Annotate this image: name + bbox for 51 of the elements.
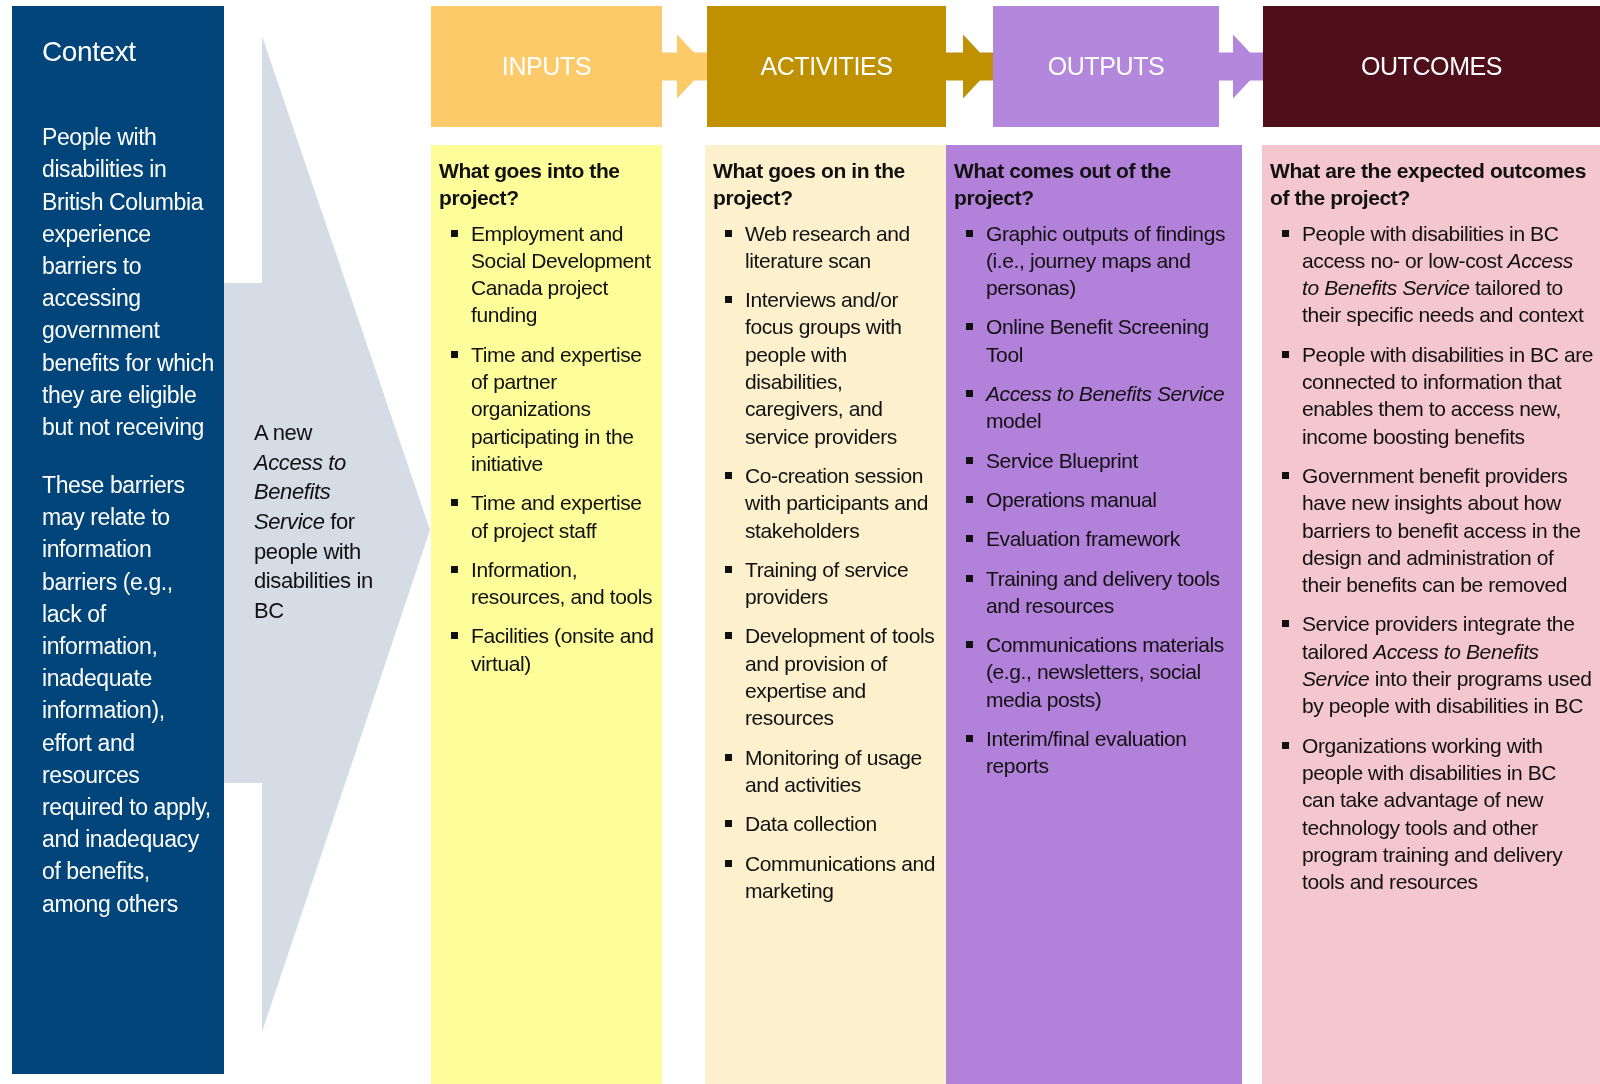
bullet-item: Evaluation framework — [986, 526, 1181, 553]
arrow — [1219, 34, 1263, 99]
bullet-item: Graphic outputs of findings (i.e., journey maps and personas) — [986, 220, 1227, 302]
bullet-item: Organizations working with people with disabilities in BC can take advantage of new technology tools and other program training and delivery tools and resources — [1302, 732, 1564, 896]
header-box — [993, 6, 1219, 127]
bullet-item: Facilities (onsite and virtual) — [471, 623, 655, 677]
bullet-item: Development of tools and provision of expertise and resources — [745, 623, 936, 732]
column-panel — [1262, 145, 1600, 1084]
chevron-text: A new Access to Benefits Service for people with disabilities in BC — [254, 419, 374, 626]
bullet-item: Government benefit providers have new insights about how barriers to benefit access in the design and administration of their benefits can be removed — [1302, 462, 1582, 599]
bullet-item: Service providers integrate the tailored Access to Benefits Service into their programs used by people with disabilities in BC — [1302, 611, 1593, 720]
bullet-item: Monitoring of usage and activities — [745, 744, 923, 798]
header-title: INPUTS — [501, 52, 592, 81]
header-box — [1263, 6, 1600, 127]
context-panel — [12, 6, 224, 1074]
bullet-item: People with disabilities in BC are connected to information that enables them to access new, income boosting benefits — [1302, 341, 1594, 450]
context-paragraph: People with disabilities in British Columbia experience barriers to accessing government benefits for which they are eligible but not receiving — [42, 123, 214, 442]
bullet-item: Time and expertise of partner organizations participating in the initiative — [471, 341, 643, 477]
header-title: OUTPUTS — [1047, 52, 1165, 81]
arrow — [662, 34, 707, 99]
bullet-item: Operations manual — [986, 486, 1158, 513]
context-paragraph: These barriers may relate to information barriers (e.g., lack of information, inadequate information), effort and resources required to apply, and inadequacy of benefits, among others — [42, 471, 212, 919]
header-box — [431, 6, 662, 127]
bullet-item: Communications and marketing — [745, 850, 937, 904]
bullet-item: Access to Benefits Service model — [986, 381, 1226, 435]
bullet-item: Training of service providers — [745, 556, 910, 611]
bullet-item: Time and expertise of project staff — [471, 490, 643, 544]
bullet-item: Interviews and/or focus groups with people with disabilities, caregivers, and service providers — [745, 287, 903, 450]
bullet-item: Information, resources, and tools — [471, 556, 654, 611]
header-title: ACTIVITIES — [760, 52, 893, 81]
bullet-item: Interim/final evaluation reports — [986, 726, 1188, 780]
bullet-item: Service Blueprint — [986, 447, 1139, 474]
column-panel — [431, 145, 662, 1084]
panel-title: Context — [42, 35, 137, 69]
bullet-item: Co-creation session with participants and stakeholders — [745, 462, 930, 544]
bullet-item: People with disabilities in BC access no- or low-cost Access to Benefits Service tailored to their specific needs and context — [1302, 220, 1585, 329]
column-heading: What goes into the project? — [439, 158, 621, 212]
header-box — [707, 6, 946, 127]
column-heading: What are the expected outcomes of the project? — [1270, 158, 1587, 212]
column-panel — [705, 145, 946, 1084]
bullet-item: Web research and literature scan — [745, 220, 911, 274]
bullet-item: Data collection — [745, 811, 878, 838]
bullet-item: Training and delivery tools and resources — [986, 565, 1221, 619]
header-title: OUTCOMES — [1360, 52, 1503, 81]
bullet-item: Communications materials (e.g., newsletters, social media posts) — [986, 632, 1225, 713]
column-heading: What comes out of the project? — [954, 158, 1172, 212]
column-panel — [946, 145, 1242, 1084]
column-heading: What goes on in the project? — [713, 158, 906, 212]
arrow — [946, 34, 993, 99]
bullet-item: Online Benefit Screening Tool — [986, 314, 1210, 368]
bullet-item: Employment and Social Development Canada project funding — [471, 220, 652, 329]
